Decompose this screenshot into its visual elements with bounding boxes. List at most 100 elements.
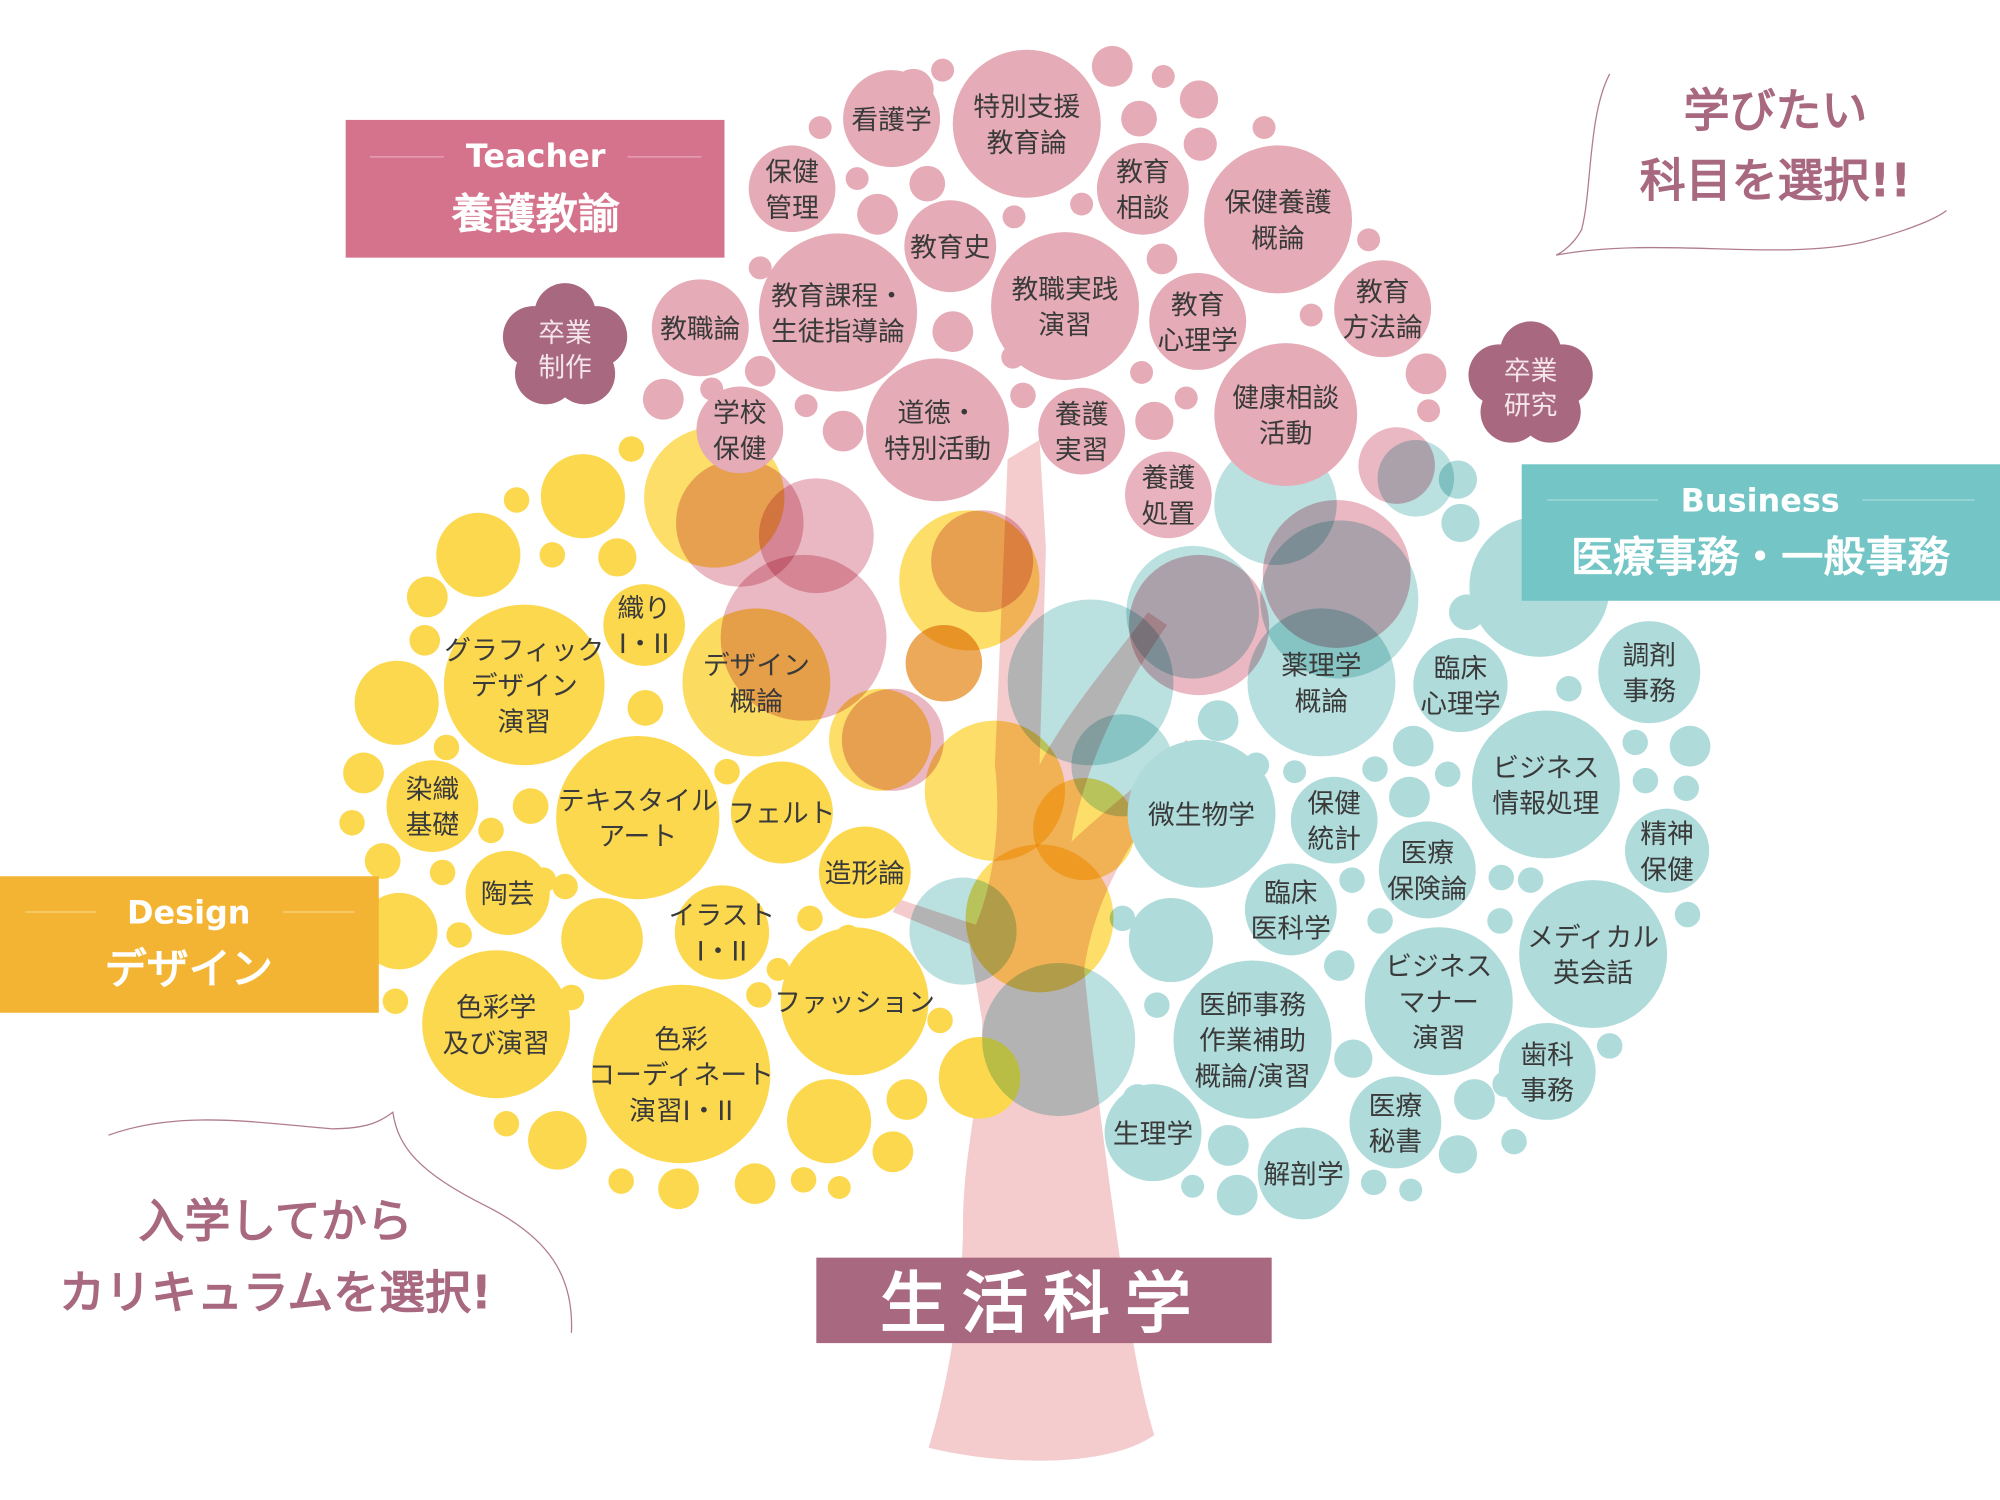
graduation-flower[interactable]: 卒業制作 [502,283,628,405]
subject-circle [1244,863,1337,956]
subject-bubble[interactable]: 教育方法論 [1334,260,1432,358]
category-design[interactable]: Design デザイン [0,876,379,1013]
decorative-dot [1438,1135,1478,1174]
subject-circle [904,200,997,293]
subject-bubble[interactable]: 臨床医科学 [1244,863,1337,956]
subject-bubble[interactable]: 生理学 [1104,1084,1202,1182]
subject-bubble[interactable]: ファッション [774,927,935,1076]
subject-label-line: 基礎 [406,810,460,841]
subject-bubble[interactable]: 歯科事務 [1498,1022,1596,1120]
subject-bubble[interactable]: 健康相談活動 [1214,343,1358,486]
subject-label-line: 臨床 [1264,878,1318,909]
subject-bubble[interactable]: 保健管理 [748,145,836,233]
category-business[interactable]: Business 医療事務・一般事務 [1521,464,2000,601]
category-teacher[interactable]: Teacher 養護教諭 [345,119,725,258]
subject-bubble[interactable]: ビジネスマナー演習 [1364,927,1513,1076]
subject-bubble[interactable]: 色彩コーディネート演習I・II [588,984,774,1164]
subject-label-line: 医療 [1401,838,1455,869]
decorative-dot [1632,767,1659,794]
subject-circle [1364,927,1513,1076]
subject-label-line: 道徳・ [897,398,977,429]
subject-bubble[interactable]: 染織基礎 [386,760,479,853]
subject-bubble[interactable]: メディカル英会話 [1519,880,1668,1029]
subject-label: 教育課程・生徒指導論 [771,281,905,348]
subject-bubble[interactable]: 医師事務作業補助概論/演習 [1173,960,1332,1119]
business-box [1521,464,2000,601]
subject-bubble[interactable]: 教育史 [904,200,997,293]
subject-bubble[interactable]: 精神保健 [1625,808,1710,893]
subject-label-line: 養護 [1142,463,1196,494]
subject-label-line: 保健養護 [1225,188,1332,219]
subject-bubble[interactable]: テキスタイルアート [556,735,720,900]
subject-bubble[interactable]: フェルト [728,761,835,864]
decorative-dot [1151,65,1175,89]
decorative-dot [1360,1169,1387,1196]
subject-bubble[interactable]: 養護処置 [1125,451,1212,539]
subject-label-line: 教職論 [660,314,740,345]
subject-bubble[interactable]: 学校保健 [696,386,784,474]
decorative-dot [409,625,441,656]
decorative-dot [552,873,578,900]
decorative-dot [1002,205,1026,229]
subject-label-line: 養護 [1055,399,1109,430]
decorative-dot [1339,867,1365,893]
subject-circle [422,950,571,1099]
decorative-dot [744,355,776,387]
subject-label-line: 情報処理 [1492,788,1599,819]
subject-circle [556,735,720,900]
subject-bubble[interactable]: ビジネス情報処理 [1471,710,1620,859]
subject-bubble[interactable]: 解剖学 [1257,1127,1350,1220]
decorative-dot [512,788,549,824]
subject-bubble[interactable]: 教育心理学 [1149,272,1247,370]
subject-bubble[interactable]: 教育相談 [1096,142,1189,235]
subject-bubble[interactable]: 道徳・特別活動 [866,358,1009,502]
subject-bubble[interactable]: 色彩学及び演習 [422,950,571,1099]
subject-label: 色彩学及び演習 [443,993,550,1060]
teacher-ja: 養護教諭 [451,189,621,238]
subject-bubble[interactable]: 保健統計 [1290,776,1378,864]
subject-bubble[interactable]: 造形論 [818,826,911,919]
subject-label-line: コーディネート [588,1060,774,1091]
subject-bubble[interactable]: 薬理学概論 [1247,608,1396,757]
subject-circle [1038,387,1125,475]
decorative-dot [406,576,448,618]
subject-bubble[interactable]: 特別支援教育論 [952,49,1101,198]
decorative-dot [608,1168,634,1194]
subject-circle [818,826,911,919]
subject-bubble[interactable]: 教育課程・生徒指導論 [758,233,918,392]
decorative-dot [1357,228,1381,252]
graduation-flower[interactable]: 卒業研究 [1468,321,1593,443]
subject-bubble[interactable]: デザイン概論 [682,608,831,757]
subject-label: 陶芸 [481,879,535,910]
subject-label-line: ファッション [774,987,935,1018]
subject-bubble[interactable]: 調剤事務 [1598,621,1701,724]
decorative-dot [343,752,384,794]
callout-line-2: 科目を選択!! [1640,153,1911,207]
subject-bubble[interactable]: 保健養護概論 [1204,145,1353,294]
subject-bubble[interactable]: 養護実習 [1038,387,1125,475]
subject-bubble[interactable]: 陶芸 [465,850,550,935]
decorative-dot [540,454,625,539]
subject-bubble[interactable]: 看護学 [843,70,941,168]
subject-bubble[interactable]: 医療保険論 [1378,821,1476,919]
subject-bubble[interactable]: 臨床心理学 [1413,637,1508,733]
subject-circle [696,386,784,474]
subject-label-line: 色彩 [654,1024,708,1055]
subject-bubble[interactable]: 教職論 [651,279,749,377]
subject-bubble[interactable]: グラフィックデザイン演習 [443,604,605,766]
subject-circle [730,761,833,864]
business-en: Business [1681,481,1840,519]
subject-label-line: 心理学 [1158,325,1238,356]
subject-label-line: 方法論 [1343,313,1423,344]
decorative-dot [909,165,946,202]
decorative-dot [786,1079,872,1164]
decorative-dot [1367,908,1393,934]
subject-bubble[interactable]: 教職実践演習 [991,232,1140,381]
subject-bubble[interactable]: 微生物学 [1127,739,1276,888]
decorative-dot [1405,353,1447,395]
subject-label: 保健養護概論 [1225,188,1332,255]
subject-bubble[interactable]: 医療秘書 [1349,1076,1442,1169]
decorative-dot [642,378,684,420]
